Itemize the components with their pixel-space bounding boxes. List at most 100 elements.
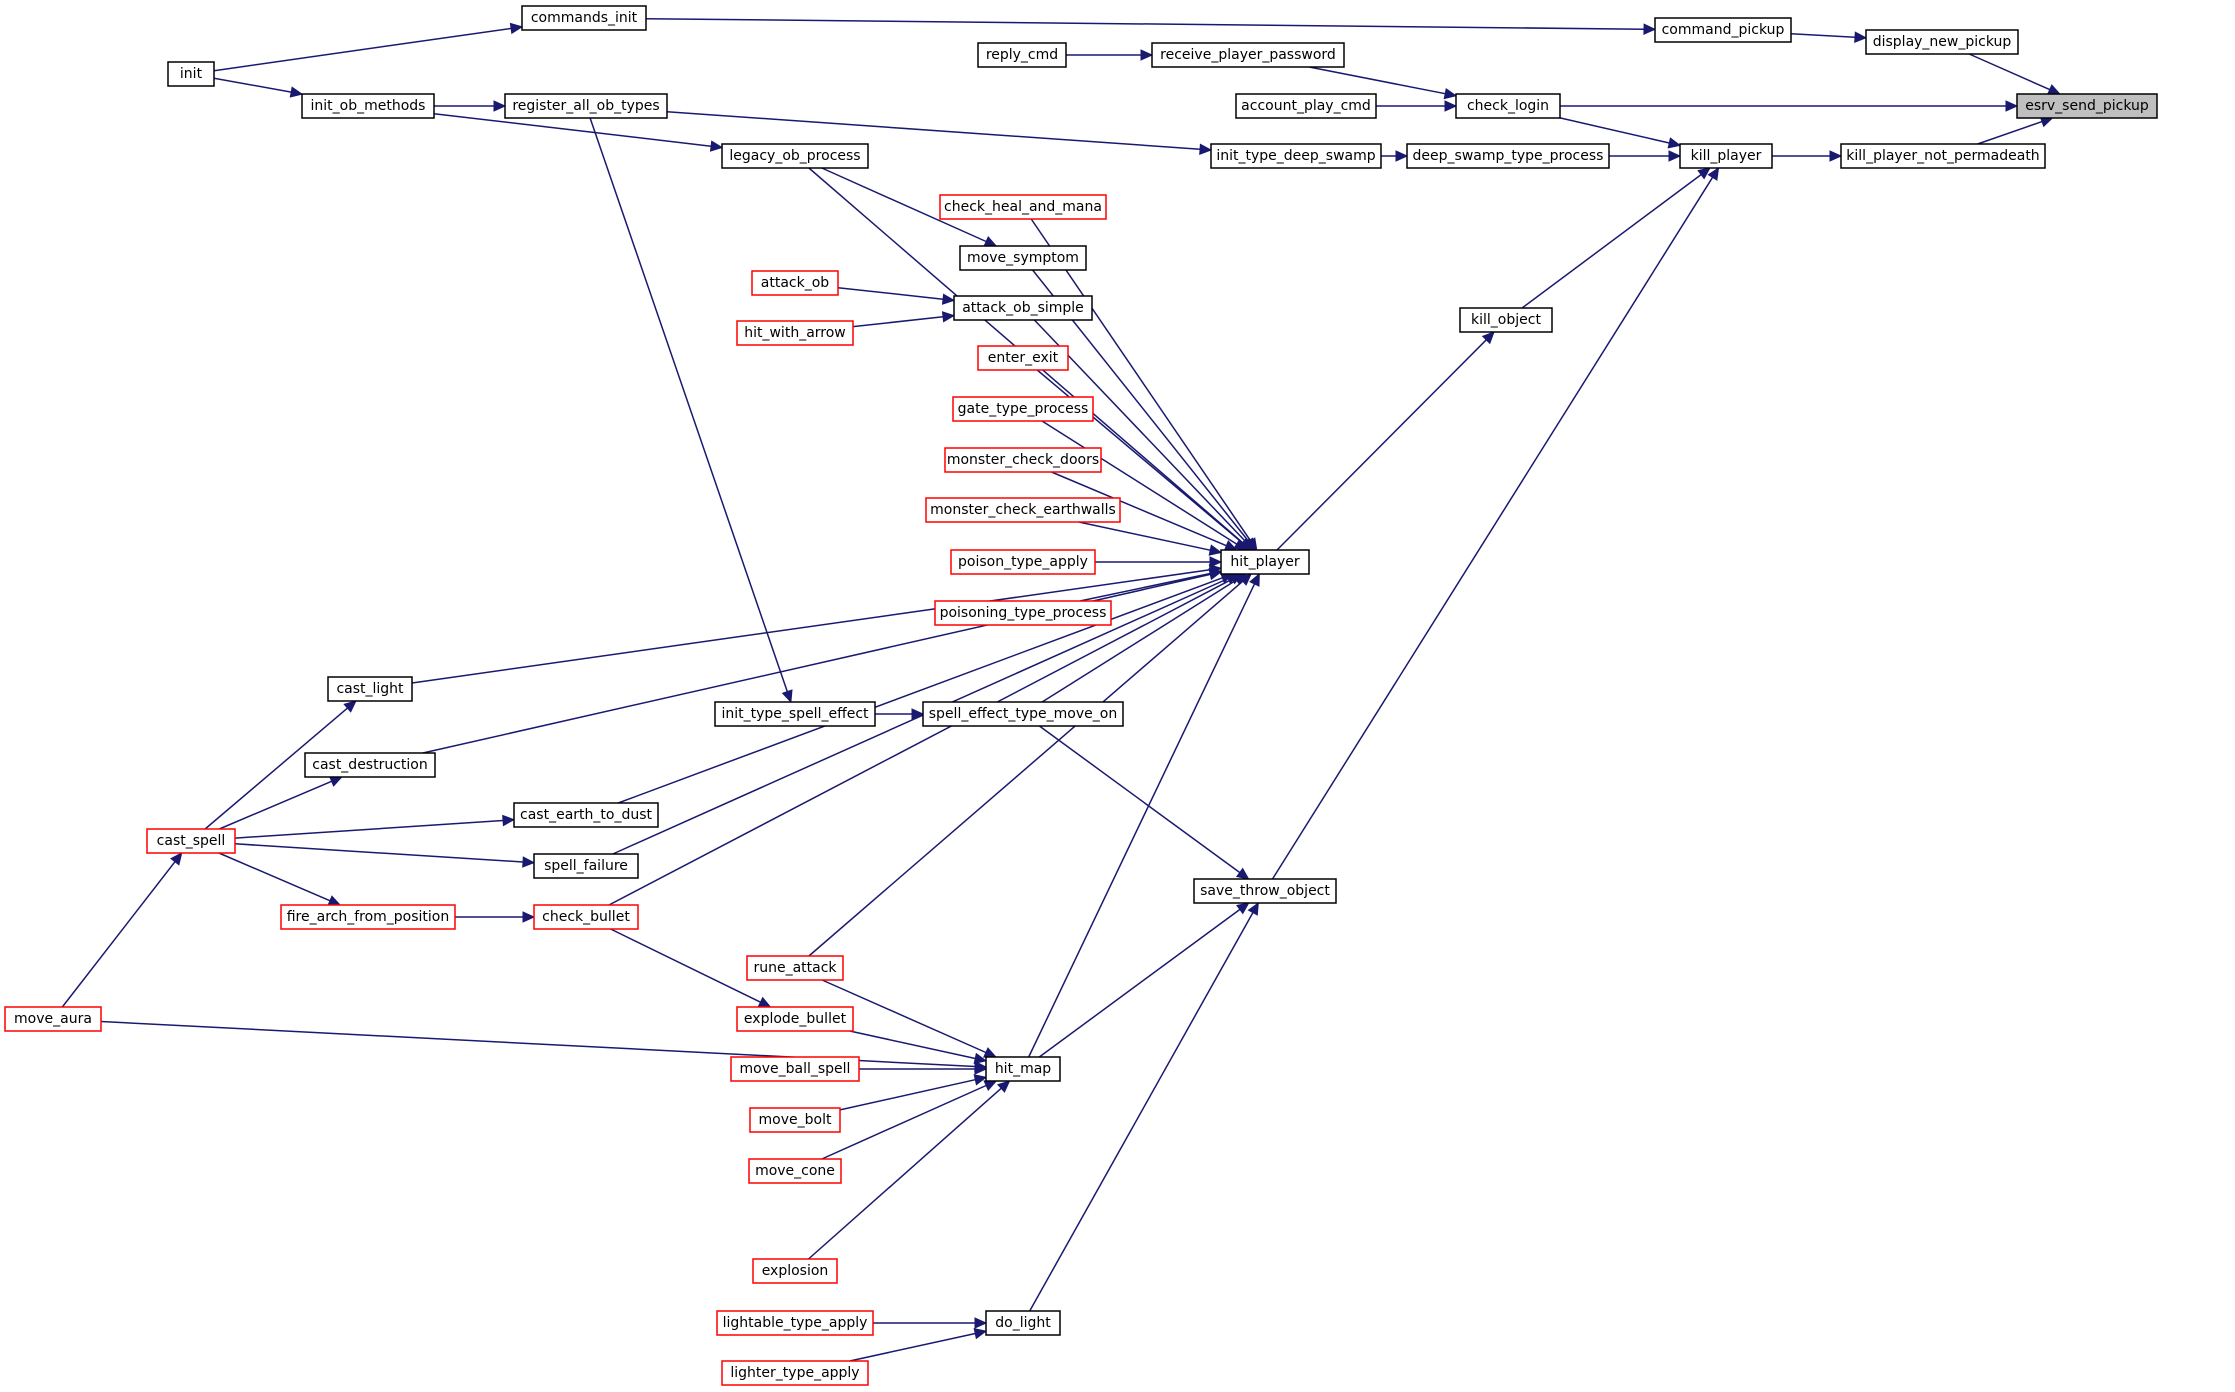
node-check_bullet[interactable]: check_bullet <box>533 904 639 930</box>
node-lightable_type_apply[interactable]: lightable_type_apply <box>716 1310 874 1336</box>
edge-line <box>204 707 348 830</box>
node-move_bolt[interactable]: move_bolt <box>749 1107 841 1133</box>
node-command_pickup[interactable]: command_pickup <box>1654 17 1792 43</box>
node-label: monster_check_earthwalls <box>930 502 1116 518</box>
edge-line <box>1030 218 1252 542</box>
node-label: attack_ob_simple <box>962 300 1084 316</box>
node-hit_map[interactable]: hit_map <box>985 1056 1061 1082</box>
node-init[interactable]: init <box>167 61 215 87</box>
edge-arrowhead <box>522 911 536 923</box>
node-label: rune_attack <box>753 960 837 976</box>
node-account_play_cmd[interactable]: account_play_cmd <box>1235 93 1377 119</box>
node-label: check_bullet <box>542 909 630 925</box>
node-deep_swamp_type_process[interactable]: deep_swamp_type_process <box>1406 143 1610 169</box>
edge-arrowhead <box>781 689 793 704</box>
node-box <box>922 701 1124 727</box>
node-receive_player_password[interactable]: receive_player_password <box>1151 42 1345 68</box>
node-check_login[interactable]: check_login <box>1455 93 1561 119</box>
node-hit_player[interactable]: hit_player <box>1220 549 1310 575</box>
node-poisoning_type_process[interactable]: poisoning_type_process <box>934 600 1112 626</box>
node-init_type_deep_swamp[interactable]: init_type_deep_swamp <box>1210 143 1382 169</box>
node-cast_earth_to_dust[interactable]: cast_earth_to_dust <box>513 802 659 828</box>
node-init_ob_methods[interactable]: init_ob_methods <box>301 93 435 119</box>
node-kill_player[interactable]: kill_player <box>1679 143 1773 169</box>
node-attack_ob_simple[interactable]: attack_ob_simple <box>953 295 1093 321</box>
node-box <box>714 701 876 727</box>
node-reply_cmd[interactable]: reply_cmd <box>977 42 1067 68</box>
node-move_ball_spell[interactable]: move_ball_spell <box>730 1056 860 1082</box>
edge-arrowhead <box>1667 137 1682 149</box>
node-rune_attack[interactable]: rune_attack <box>746 955 844 981</box>
node-box <box>721 1360 869 1386</box>
edge-arrowhead <box>983 1047 998 1058</box>
edge-arrowhead <box>509 22 524 35</box>
edge-line <box>1028 583 1256 1058</box>
edge-hit_player-to-kill_object <box>1276 331 1495 551</box>
node-init_type_spell_effect[interactable]: init_type_spell_effect <box>714 701 876 727</box>
node-cast_destruction[interactable]: cast_destruction <box>304 752 436 778</box>
node-do_light[interactable]: do_light <box>985 1310 1061 1336</box>
node-lighter_type_apply[interactable]: lighter_type_apply <box>721 1360 869 1386</box>
node-box <box>1840 143 2046 169</box>
edge-check_login-to-esrv_send_pickup <box>1560 100 2019 112</box>
node-box <box>977 42 1067 68</box>
node-monster_check_doors[interactable]: monster_check_doors <box>944 447 1102 473</box>
edge-arrowhead <box>1395 150 1409 162</box>
node-legacy_ob_process[interactable]: legacy_ob_process <box>721 143 869 169</box>
edge-cast_spell-to-cast_destruction <box>219 776 343 830</box>
edge-explode_bullet-to-hit_map <box>849 1030 988 1065</box>
edge-command_pickup-to-display_new_pickup <box>1790 31 1868 43</box>
edge-move_bolt-to-hit_map <box>839 1074 988 1111</box>
node-fire_arch_from_position[interactable]: fire_arch_from_position <box>280 904 456 930</box>
edge-arrowhead <box>1208 544 1223 556</box>
node-display_new_pickup[interactable]: display_new_pickup <box>1865 29 2019 55</box>
node-monster_check_earthwalls[interactable]: monster_check_earthwalls <box>925 497 1121 523</box>
edge-arrowhead <box>1247 901 1259 916</box>
node-box <box>1193 878 1337 904</box>
edge-arrowhead <box>974 1063 988 1075</box>
node-move_cone[interactable]: move_cone <box>748 1158 842 1184</box>
node-enter_exit[interactable]: enter_exit <box>977 345 1069 371</box>
edge-arrowhead <box>1236 902 1250 915</box>
node-poison_type_apply[interactable]: poison_type_apply <box>950 549 1096 575</box>
edge-hit_map-to-save_throw_object <box>1038 902 1250 1058</box>
node-box <box>950 549 1096 575</box>
edge-arrowhead <box>997 1080 1011 1093</box>
edge-line <box>1271 176 1714 880</box>
edge-arrowhead <box>1140 49 1154 61</box>
node-label: spell_effect_type_move_on <box>929 706 1117 722</box>
edge-line <box>1041 579 1237 703</box>
node-cast_spell[interactable]: cast_spell <box>146 828 236 854</box>
edge-do_light-to-save_throw_object <box>1029 901 1259 1312</box>
edge-line <box>1029 912 1254 1312</box>
node-spell_effect_type_move_on[interactable]: spell_effect_type_move_on <box>922 701 1124 727</box>
node-move_aura[interactable]: move_aura <box>4 1006 102 1032</box>
node-label: cast_spell <box>157 833 226 849</box>
node-label: hit_map <box>995 1061 1051 1077</box>
edge-line <box>617 577 1223 804</box>
node-hit_with_arrow[interactable]: hit_with_arrow <box>736 320 854 346</box>
node-label: init <box>180 66 203 82</box>
node-kill_player_not_permadeath[interactable]: kill_player_not_permadeath <box>1840 143 2046 169</box>
node-box <box>1455 93 1561 119</box>
node-explode_bullet[interactable]: explode_bullet <box>736 1006 854 1032</box>
node-check_heal_and_mana[interactable]: check_heal_and_mana <box>939 194 1107 220</box>
edge-attack_ob-to-attack_ob_simple <box>837 286 956 305</box>
node-box <box>977 345 1069 371</box>
node-kill_object[interactable]: kill_object <box>1459 307 1553 333</box>
node-cast_light[interactable]: cast_light <box>327 676 413 702</box>
node-box <box>533 853 639 879</box>
edge-monster_check_earthwalls-to-hit_player <box>1078 521 1223 556</box>
node-register_all_ob_types[interactable]: register_all_ob_types <box>504 93 668 119</box>
node-box <box>304 752 436 778</box>
node-spell_failure[interactable]: spell_failure <box>533 853 639 879</box>
node-attack_ob[interactable]: attack_ob <box>751 270 839 296</box>
node-gate_type_process[interactable]: gate_type_process <box>952 396 1094 422</box>
node-save_throw_object[interactable]: save_throw_object <box>1193 878 1337 904</box>
node-move_symptom[interactable]: move_symptom <box>959 245 1087 271</box>
edge-hit_map-to-hit_player <box>1028 572 1260 1058</box>
node-commands_init[interactable]: commands_init <box>521 5 647 31</box>
node-explosion[interactable]: explosion <box>752 1258 838 1284</box>
edge-init_ob_methods-to-legacy_ob_process <box>433 112 724 152</box>
